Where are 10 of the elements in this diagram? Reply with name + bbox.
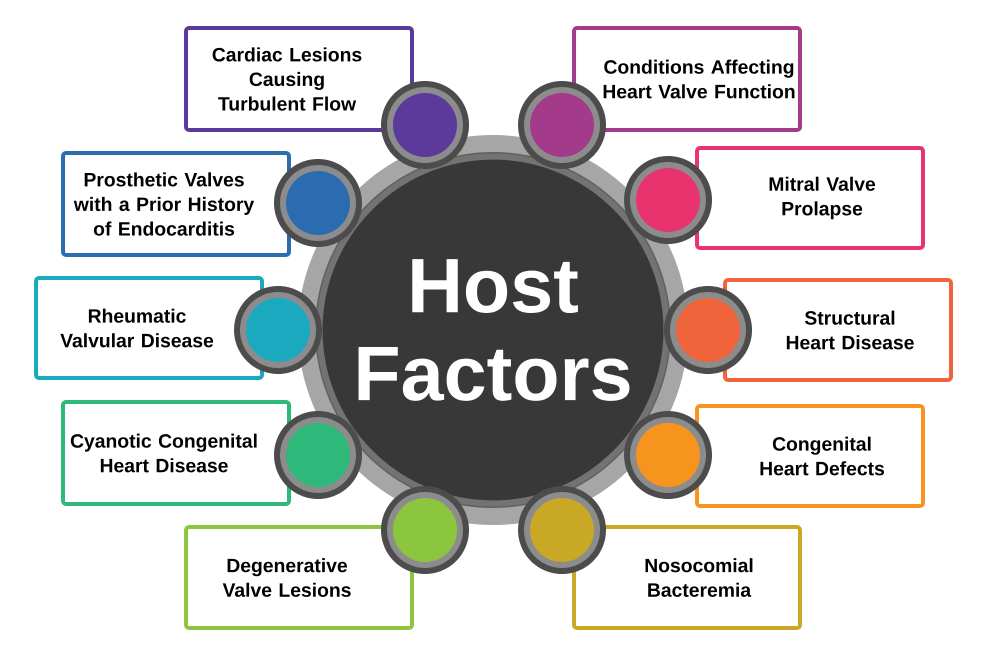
text-box: Congenital Heart Defects [695,404,925,508]
text-box: Mitral Valve Prolapse [695,146,925,250]
text-box: Rheumatic Valvular Disease [34,276,264,380]
text-box: Prosthetic Valves with a Prior History of Endocarditis [61,151,291,257]
text-box: Cyanotic Congenital Heart Disease [61,400,291,506]
text-box: Degenerative Valve Lesions [184,525,414,630]
text-box: Nosocomial Bacteremia [572,525,802,630]
text-box: Conditions Affecting Heart Valve Function [572,26,802,132]
text-box: Structural Heart Disease [723,278,953,382]
text-box: Cardiac Lesions Causing Turbulent Flow [184,26,414,132]
